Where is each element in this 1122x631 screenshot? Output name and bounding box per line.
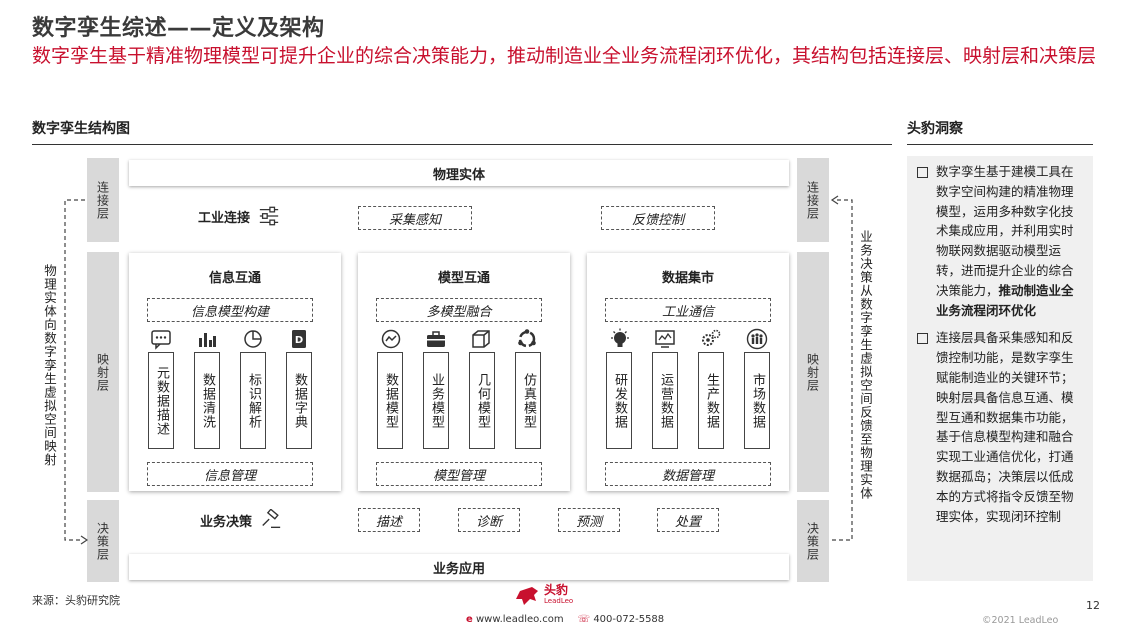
col-ops-data: 运营数据 — [652, 352, 678, 449]
briefcase-icon — [425, 328, 447, 350]
col-market-data: 市场数据 — [744, 352, 770, 449]
layer-tab-connect-left: 连接层 — [87, 158, 119, 242]
diagram-heading: 数字孪生结构图 — [32, 118, 892, 145]
box-industrial-comm: 工业通信 — [605, 298, 771, 322]
side-text-left: 物理实体向数字孪生虚拟空间映射 — [40, 262, 59, 482]
layer-tab-map-right: 映射层 — [797, 252, 829, 492]
col-geometry-model: 几何模型 — [469, 352, 495, 449]
chat-icon — [150, 328, 172, 350]
col-data-clean: 数据清洗 — [194, 352, 220, 449]
phone-icon: ☏ — [577, 614, 591, 625]
gavel-icon — [260, 509, 282, 531]
cube-icon — [470, 328, 492, 350]
insight-text: 数字孪生基于建模工具在数字空间构建的精准物理模型，运用多种数字化技术集成应用，并… — [936, 164, 1074, 298]
insight-bold: 推动制造业全业务流程闭环优化 — [936, 282, 1074, 318]
box-info-model-build: 信息模型构建 — [147, 298, 313, 322]
box-predict: 预测 — [558, 508, 620, 532]
cycle-icon — [516, 328, 538, 350]
box-describe: 描述 — [358, 508, 420, 532]
col-rd-data: 研发数据 — [606, 352, 632, 449]
layer-tab-decide-right: 决策层 — [797, 500, 829, 582]
brand-name-en: LeadLeo — [544, 597, 574, 605]
page-title: 数字孪生综述——定义及架构 — [32, 16, 325, 41]
trend-icon — [380, 328, 402, 350]
panel-title: 信息互通 — [208, 271, 261, 286]
phone-number: 400-072-5588 — [593, 614, 665, 625]
layer-tab-connect-right: 连接层 — [797, 158, 829, 242]
page-subtitle: 数字孪生基于精准物理模型可提升企业的综合决策能力，推动制造业全业务流程闭环优化，… — [32, 45, 1097, 67]
bar-chart-icon — [196, 328, 218, 350]
source-note: 来源：头豹研究院 — [32, 594, 120, 607]
col-data-dict: 数据字典 — [286, 352, 312, 449]
insight-item: 连接层具备采集感知和反馈控制功能，是数字孪生赋能制造业的关键环节；映射层具备信息… — [917, 328, 1085, 526]
insight-item: 数字孪生基于建模工具在数字空间构建的精准物理模型，运用多种数字化技术集成应用，并… — [917, 162, 1085, 320]
layer-tab-map-left: 映射层 — [87, 252, 119, 492]
layer-tab-decide-left: 决策层 — [87, 500, 119, 582]
sliders-icon — [258, 205, 280, 227]
panel-title: 模型互通 — [437, 271, 490, 286]
gears-icon — [700, 328, 722, 350]
col-id-resolve: 标识解析 — [240, 352, 266, 449]
col-metadata-desc: 元数据描述 — [148, 352, 174, 449]
brand-logo: 头豹 LeadLeo — [514, 583, 574, 607]
insight-panel: 数字孪生基于建模工具在数字空间构建的精准物理模型，运用多种数字化技术集成应用，并… — [907, 156, 1093, 581]
col-production-data: 生产数据 — [698, 352, 724, 449]
bulb-icon — [609, 328, 631, 350]
left-dashed-arrow — [64, 199, 89, 545]
brand-name: 头豹 — [544, 583, 569, 597]
box-handle: 处置 — [657, 508, 719, 532]
people-icon — [746, 328, 768, 350]
box-info-manage: 信息管理 — [147, 462, 313, 486]
leopard-logo-icon — [516, 587, 538, 605]
insight-text: 连接层具备采集感知和反馈控制功能，是数字孪生赋能制造业的关键环节；映射层具备信息… — [936, 330, 1074, 524]
checkbox-bullet-icon — [917, 167, 928, 178]
document-icon: D — [288, 328, 310, 350]
contact-info: e www.leadleo.com ☏ 400-072-5588 — [466, 614, 664, 625]
business-decision-label: 业务决策 — [200, 514, 253, 530]
box-data-manage: 数据管理 — [605, 462, 771, 486]
panel-title: 数据集市 — [661, 271, 714, 286]
copyright: ©2021 LeadLeo — [982, 615, 1059, 626]
insight-heading: 头豹洞察 — [907, 118, 1093, 145]
box-multi-model: 多模型融合 — [376, 298, 542, 322]
pie-icon — [242, 328, 264, 350]
website-link[interactable]: www.leadleo.com — [475, 614, 564, 625]
box-collect-sense: 采集感知 — [358, 206, 472, 230]
box-feedback-control: 反馈控制 — [601, 206, 715, 230]
monitor-icon — [654, 328, 676, 350]
checkbox-bullet-icon — [917, 333, 928, 345]
col-data-model: 数据模型 — [377, 352, 403, 449]
business-application-bar: 业务应用 — [129, 554, 789, 580]
industrial-connect-label: 工业连接 — [198, 210, 251, 226]
web-icon: e — [466, 614, 473, 625]
box-model-manage: 模型管理 — [376, 462, 542, 486]
business-decision: 业务决策 — [200, 509, 282, 531]
svg-text:D: D — [295, 335, 303, 346]
side-text-right: 业务决策从数字孪生虚拟空间反馈至物理实体 — [856, 228, 875, 518]
phone-item: ☏ 400-072-5588 — [578, 614, 665, 625]
right-dashed-arrow — [830, 195, 853, 541]
physical-entity-bar: 物理实体 — [129, 160, 789, 186]
page-number: 12 — [1086, 599, 1100, 612]
col-simulation-model: 仿真模型 — [515, 352, 541, 449]
col-business-model: 业务模型 — [423, 352, 449, 449]
box-diagnose: 诊断 — [458, 508, 520, 532]
industrial-connect: 工业连接 — [198, 205, 280, 227]
website-item: e www.leadleo.com — [466, 614, 564, 625]
